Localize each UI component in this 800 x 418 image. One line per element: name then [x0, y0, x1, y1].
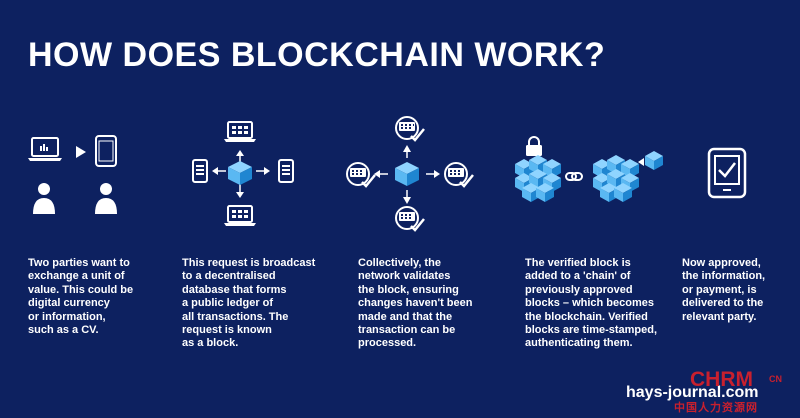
step-1-description: Two parties want to exchange a unit of v… [28, 257, 134, 337]
step-5-description: Now approved, the information, or paymen… [682, 257, 766, 323]
page-title: HOW DOES BLOCKCHAIN WORK? [28, 36, 606, 74]
padlock-icon [526, 136, 542, 156]
approved-phone-icon [707, 147, 747, 199]
step-2-description: This request is broadcast to a decentral… [182, 257, 316, 350]
watermark-cn: CN [769, 374, 782, 384]
footer-website: hays-journal.com [626, 384, 759, 401]
step-4-description: The verified block is added to a 'chain'… [525, 257, 658, 350]
network-validation-icon [346, 116, 474, 232]
watermark-logo: CHRM [690, 368, 753, 391]
watermark-subtitle: 中国人力资源网 [674, 402, 758, 414]
two-parties-icon [28, 135, 117, 214]
step-3-description: Collectively, the network validates the … [358, 257, 473, 350]
chain-blocks-icon [515, 136, 663, 202]
broadcast-network-icon [192, 121, 294, 226]
